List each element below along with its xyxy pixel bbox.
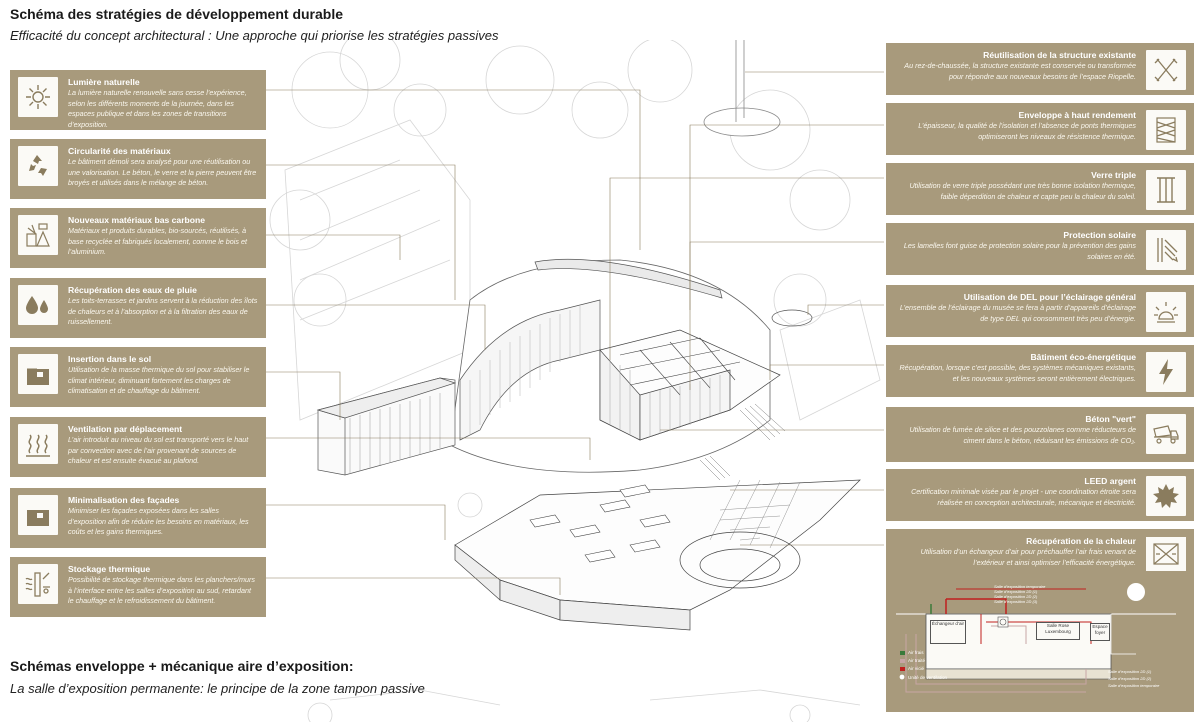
ventilation-icon bbox=[18, 424, 58, 464]
card-text: Utilisation d’un échangeur d’air pour pr… bbox=[920, 547, 1136, 567]
section-subtitle: La salle d’exposition permanente: le pri… bbox=[10, 681, 425, 696]
card-text: Récupération, lorsque c’est possible, de… bbox=[899, 363, 1136, 383]
card-title: Enveloppe à haut rendement bbox=[1018, 110, 1136, 120]
leed-leaf-icon bbox=[1146, 476, 1186, 516]
recycle-icon bbox=[18, 146, 58, 186]
air-exchanger-box: Échangeur d’air bbox=[930, 620, 966, 644]
section-label-bottom-1: Salle d’exposition 2D (2) bbox=[1108, 676, 1152, 681]
legend-fresh-air: Air frais bbox=[908, 650, 924, 655]
card-title: Minimalisation des façades bbox=[68, 495, 180, 505]
heat-exchanger-icon bbox=[1146, 537, 1186, 571]
section-label-top-0: Salle d’exposition temporaire bbox=[994, 584, 1046, 589]
card-text: Matériaux et produits durables, bio-sour… bbox=[68, 226, 247, 257]
card-text: Les toits-terrasses et jardins servent à… bbox=[68, 296, 258, 327]
card-title: Réutilisation de la structure existante bbox=[983, 50, 1136, 60]
section-title: Schémas enveloppe + mécanique aire d’exp… bbox=[10, 658, 354, 674]
card-text: Possibilité de stockage thermique dans l… bbox=[68, 575, 255, 606]
card-title: Lumière naturelle bbox=[68, 77, 140, 87]
thermal-storage-icon bbox=[18, 564, 58, 604]
card-text: L’épaisseur, la qualité de l’isolation e… bbox=[918, 121, 1136, 141]
card-title: Protection solaire bbox=[1063, 230, 1136, 240]
card-title: Stockage thermique bbox=[68, 564, 151, 574]
concrete-truck-icon bbox=[1146, 414, 1186, 454]
card-title: LEED argent bbox=[1084, 476, 1136, 486]
card-text: Les lamelles font guise de protection so… bbox=[903, 241, 1136, 261]
lightning-icon bbox=[1146, 352, 1186, 392]
insulation-icon bbox=[1146, 110, 1186, 150]
axonometric-drawing bbox=[266, 40, 884, 722]
card-text: Minimiser les façades exposées dans les … bbox=[68, 506, 249, 537]
card-beton-vert: Béton "vert"Utilisation de fumée de sili… bbox=[886, 407, 1194, 462]
card-title: Bâtiment éco-énergétique bbox=[1030, 352, 1136, 362]
sun-shade-icon bbox=[1146, 230, 1186, 270]
section-label-top-2: Salle d’exposition 2D (2) bbox=[994, 594, 1038, 599]
card-text: Utilisation de fumée de silice et des po… bbox=[909, 425, 1136, 445]
materials-icon bbox=[18, 215, 58, 255]
card-del-eclairage: Utilisation de DEL pour l’éclairage géné… bbox=[886, 285, 1194, 337]
structure-icon bbox=[1146, 50, 1186, 90]
card-text: Utilisation de verre triple possédant un… bbox=[909, 181, 1136, 201]
card-text: L’air introduit au niveau du sol est tra… bbox=[68, 435, 249, 466]
card-title: Insertion dans le sol bbox=[68, 354, 152, 364]
card-title: Ventilation par déplacement bbox=[68, 424, 183, 434]
card-title: Utilisation de DEL pour l’éclairage géné… bbox=[963, 292, 1136, 302]
card-title: Circularité des matériaux bbox=[68, 146, 171, 156]
section-label-top-1: Salle d’exposition 2D (1) bbox=[994, 589, 1038, 594]
card-title: Récupération des eaux de pluie bbox=[68, 285, 197, 295]
espace-foyer-box: Espace foyer bbox=[1090, 623, 1110, 641]
facade-icon bbox=[18, 495, 58, 535]
section-label-bottom-0: Salle d’exposition 2D (1) bbox=[1108, 669, 1152, 674]
card-text: L’ensemble de l’éclairage du musée se fe… bbox=[899, 303, 1136, 323]
salle-rose-box: Salle Rose Luxembourg bbox=[1036, 622, 1080, 640]
card-text: Utilisation de la masse thermique du sol… bbox=[68, 365, 250, 396]
card-title: Verre triple bbox=[1091, 170, 1136, 180]
section-label-top-3: Salle d’exposition 2D (3) bbox=[994, 599, 1038, 604]
ground-insertion-icon bbox=[18, 354, 58, 394]
legend-treated-air: Air traité bbox=[908, 658, 926, 663]
page-subtitle: Efficacité du concept architectural : Un… bbox=[10, 28, 499, 43]
card-text: Certification minimale visée par le proj… bbox=[911, 487, 1136, 507]
legend-ventilation-unit: Unité de ventilation bbox=[908, 675, 948, 680]
card-text: Au rez-de-chaussée, la structure existan… bbox=[904, 61, 1136, 81]
legend-exhaust-air: Air vicié bbox=[908, 666, 925, 671]
card-title: Nouveaux matériaux bas carbone bbox=[68, 215, 206, 225]
led-lamp-icon bbox=[1146, 292, 1186, 332]
sun-icon bbox=[18, 77, 58, 117]
card-title: Béton "vert" bbox=[1085, 414, 1136, 424]
card-title: Récupération de la chaleur bbox=[1026, 536, 1136, 546]
water-drops-icon bbox=[18, 285, 58, 325]
section-label-bottom-2: Salle d’exposition temporaire bbox=[1108, 683, 1160, 688]
page-title: Schéma des stratégies de développement d… bbox=[10, 6, 344, 22]
card-text: Le bâtiment démoli sera analysé pour une… bbox=[68, 157, 257, 188]
triple-glass-icon bbox=[1146, 170, 1186, 210]
card-text: La lumière naturelle renouvelle sans ces… bbox=[68, 88, 247, 129]
